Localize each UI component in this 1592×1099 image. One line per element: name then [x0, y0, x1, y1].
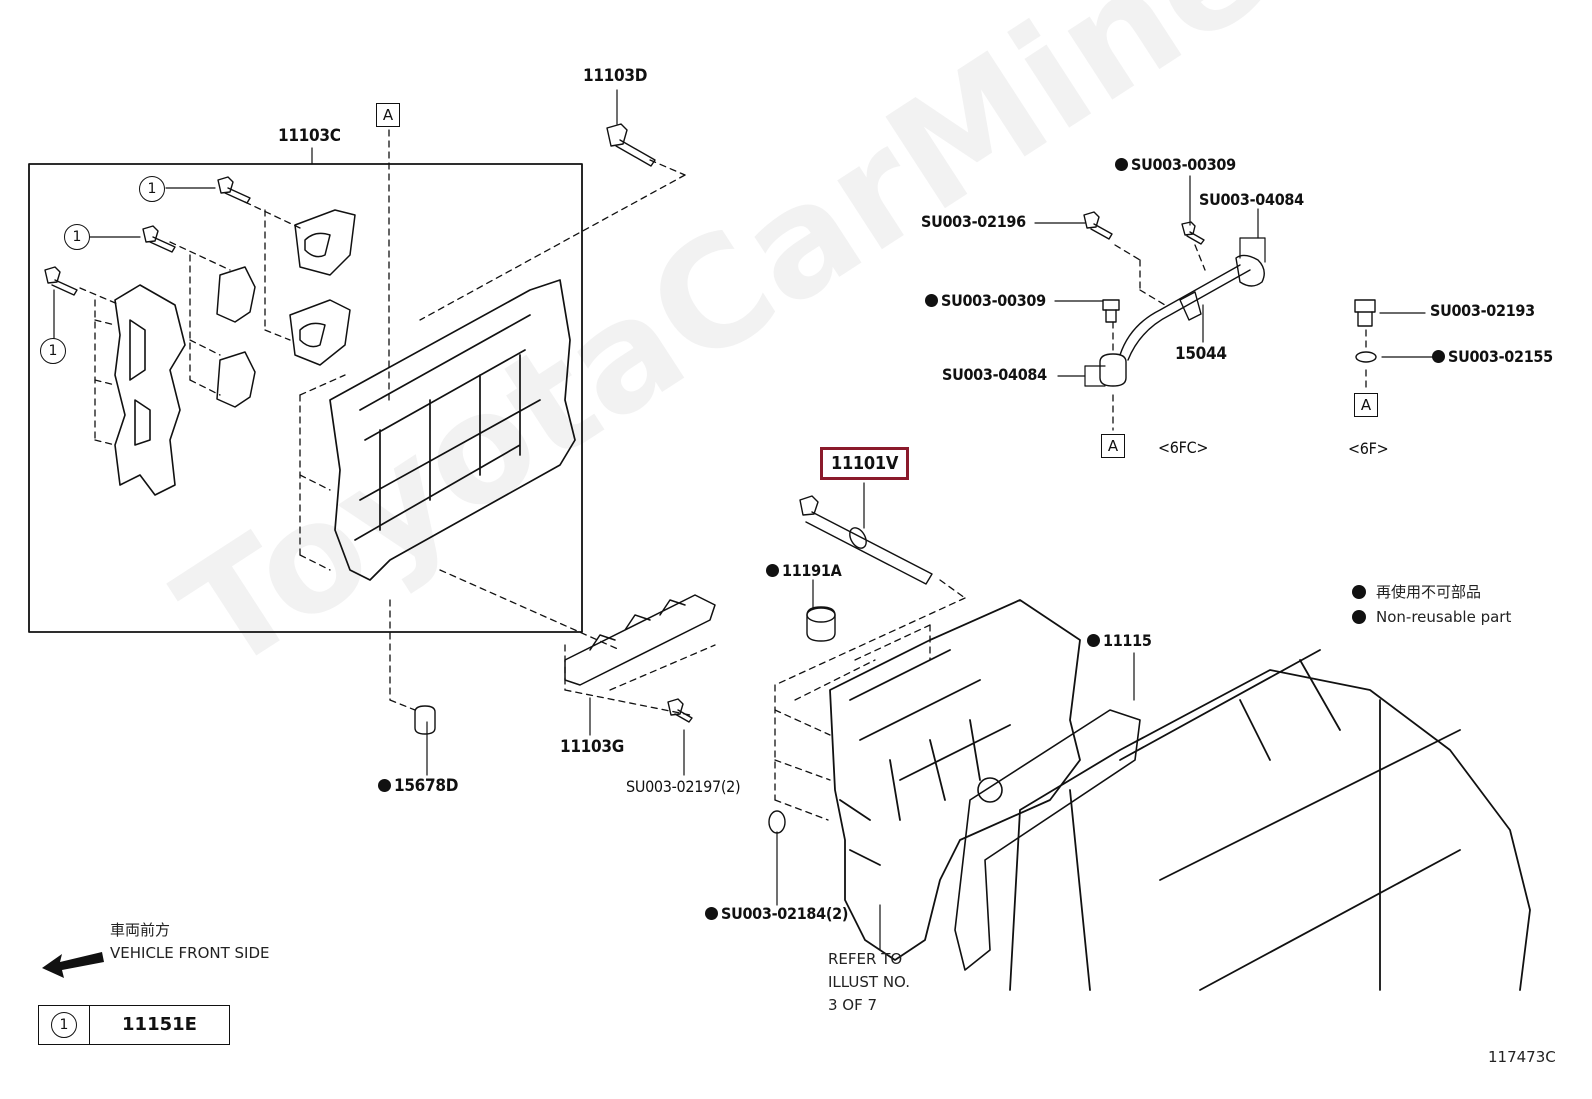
cylinder-head — [829, 599, 1081, 961]
label-SU003-02197: SU003-02197(2) — [626, 777, 741, 796]
label-SU003-00309-top: SU003-00309 — [1115, 157, 1236, 173]
bolts — [44, 123, 1377, 723]
diagram-id: 117473C — [1488, 1048, 1556, 1066]
legend: 再使用不可部品 Non-reusable part — [1352, 580, 1511, 630]
engine-block — [1009, 649, 1531, 991]
vehicle-front-label: 車両前方 VEHICLE FRONT SIDE — [110, 921, 270, 962]
refer-text: REFER TO ILLUST NO. 3 OF 7 — [828, 950, 911, 1014]
label-SU003-00309-mid: SU003-00309 — [925, 293, 1046, 309]
guide-lines — [79, 129, 1367, 821]
callout-1-marker: 1 — [64, 224, 90, 250]
label-SU003-02184: SU003-02184(2) — [705, 906, 848, 922]
label-SU003-02193: SU003-02193 — [1430, 301, 1535, 320]
reference-part-number: 11151E — [122, 1014, 197, 1035]
reference-table: 1 11151E — [38, 1005, 230, 1045]
label-SU003-02196: SU003-02196 — [921, 212, 1026, 231]
callout-1-marker: 1 — [51, 1012, 77, 1038]
label-15678D: 15678D — [378, 778, 458, 795]
code-6F: <6F> — [1348, 439, 1389, 458]
assembly-frame — [28, 163, 583, 633]
label-11103G: 11103G — [560, 737, 624, 757]
label-SU003-04084-mid: SU003-04084 — [942, 365, 1047, 384]
label-15044: 15044 — [1175, 344, 1227, 364]
label-11101V: 11101V — [831, 453, 899, 474]
head-gasket — [954, 709, 1141, 971]
code-6FC: <6FC> — [1158, 438, 1209, 457]
cam-caps — [216, 209, 356, 408]
ref-box-A: A — [1354, 393, 1378, 417]
callout-1-marker: 1 — [139, 176, 165, 202]
label-11115: 11115 — [1087, 633, 1152, 649]
ref-box-A: A — [376, 103, 400, 127]
leader-lines — [53, 89, 1436, 951]
label-11103D: 11103D — [583, 66, 648, 86]
small-parts — [414, 254, 1265, 834]
callout-1-marker: 1 — [40, 338, 66, 364]
label-SU003-04084-top: SU003-04084 — [1199, 190, 1304, 209]
label-11191A: 11191A — [766, 563, 842, 579]
label-11103C: 11103C — [278, 126, 341, 146]
front-arrow-icon — [42, 952, 104, 978]
cam-carrier — [329, 279, 576, 581]
highlighted-part-11101V[interactable]: 11101V — [820, 447, 910, 480]
non-reusable-dot-icon — [1352, 610, 1366, 624]
label-SU003-02155: SU003-02155 — [1432, 349, 1553, 365]
non-reusable-dot-icon — [1352, 585, 1366, 599]
ref-box-A: A — [1101, 434, 1125, 458]
gasket — [114, 284, 186, 496]
rail-part — [564, 594, 716, 686]
